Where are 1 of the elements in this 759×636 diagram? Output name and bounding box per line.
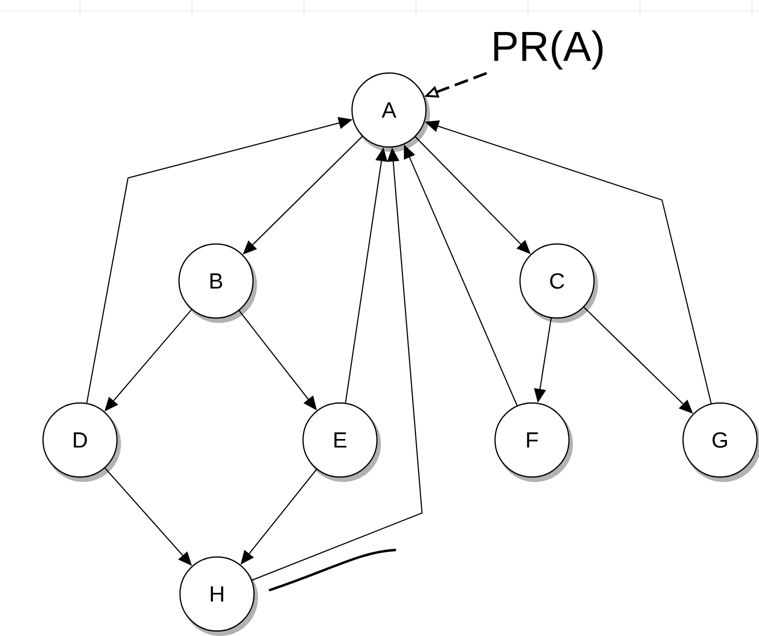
handwritten-label: PR(A) <box>494 30 603 70</box>
